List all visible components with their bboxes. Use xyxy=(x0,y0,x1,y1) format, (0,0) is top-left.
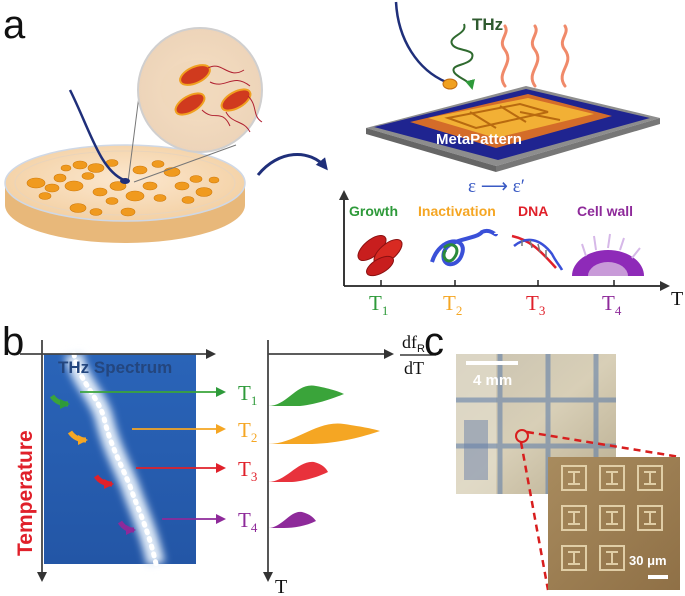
panel-c-label: c xyxy=(424,320,444,364)
panel-a-label: a xyxy=(3,3,26,47)
probe-wire xyxy=(68,89,125,182)
temperature-label: Temperature xyxy=(14,430,37,556)
svg-text:dT: dT xyxy=(404,358,424,378)
metapattern-chip: MetaPattern xyxy=(366,86,660,172)
inactivation-coil-icon xyxy=(430,228,498,267)
epsilon-label: ε ⟶ ε′ xyxy=(468,176,525,197)
zoom-line-bottom xyxy=(519,441,550,591)
dna-helix-icon xyxy=(511,234,564,271)
stage-inactivation-label: Inactivation xyxy=(418,203,496,219)
peak-t3 xyxy=(268,461,328,482)
stage-t2-label: T2 xyxy=(443,291,462,318)
spectrum-title: THz Spectrum xyxy=(58,358,172,377)
peak-t1 xyxy=(268,385,344,406)
shift-arrow-3-icon xyxy=(93,474,114,489)
shift-arrow-1-icon xyxy=(49,394,70,409)
thz-label: THz xyxy=(472,15,503,34)
shift-arrow-4-icon xyxy=(117,520,136,535)
stage-axis-label: T xyxy=(671,288,683,310)
bacteria-zoom-icon xyxy=(174,64,263,133)
derivative-label: dfR dT xyxy=(400,332,436,378)
stage-temp-ticks xyxy=(380,280,615,286)
svg-text:dfR: dfR xyxy=(402,332,425,355)
peak-t2 xyxy=(268,423,380,444)
probe-wire-2 xyxy=(394,1,447,84)
zoom-callout xyxy=(127,27,263,183)
micro-photo: 30 μm xyxy=(548,457,680,590)
stage-t4-label: T4 xyxy=(602,291,622,318)
peak-t3-label: T3 xyxy=(238,457,257,484)
stage-dna-label: DNA xyxy=(518,203,548,219)
stage-cellwall-label: Cell wall xyxy=(577,203,633,219)
peak-t1-label: T1 xyxy=(238,381,257,408)
stage-t3-label: T3 xyxy=(526,291,545,318)
panel-b: b THz Spectrum Temperature T1 T2 T3 T4 T… xyxy=(2,320,436,596)
bacterial-colonies xyxy=(26,159,220,217)
metapattern-label: MetaPattern xyxy=(436,131,522,148)
derivative-axis-label: T xyxy=(275,576,287,596)
growth-bacteria-icon xyxy=(357,234,403,277)
zoom-line-top xyxy=(526,430,681,459)
probe-tip-icon xyxy=(120,178,130,184)
cell-wall-icon xyxy=(572,233,644,276)
resonance-curve xyxy=(71,351,159,567)
scale-large-label: 4 mm xyxy=(473,372,512,389)
panel-a: a xyxy=(3,1,683,318)
heat-waves-icon xyxy=(500,24,570,88)
flow-arrow-icon xyxy=(256,153,328,176)
panel-b-label: b xyxy=(2,320,24,364)
scale-small-label: 30 μm xyxy=(629,553,667,568)
peak-t2-label: T2 xyxy=(238,418,257,445)
panel-c: c 4 mm xyxy=(424,320,681,591)
peak-t4-label: T4 xyxy=(238,508,258,535)
thz-wave-icon xyxy=(450,23,475,90)
stage-t1-label: T1 xyxy=(369,291,388,318)
macro-photo: 4 mm xyxy=(456,354,616,494)
probe-tip-2-icon xyxy=(442,78,458,90)
peak-t4 xyxy=(268,511,316,528)
stage-growth-label: Growth xyxy=(349,203,398,219)
shift-arrow-2-icon xyxy=(67,430,88,445)
